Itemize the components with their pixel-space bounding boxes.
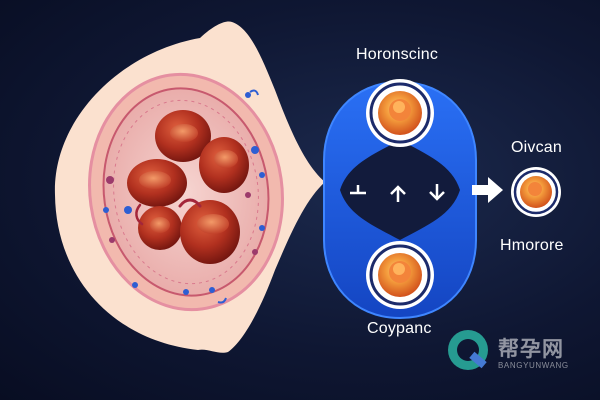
- particles: [103, 89, 265, 304]
- blood-cell: [180, 200, 240, 264]
- label-right-top: Oivcan: [511, 139, 562, 156]
- label-top: Horonscinc: [356, 46, 439, 63]
- label-right-bottom: Hmorore: [500, 237, 564, 254]
- blood-cell: [138, 206, 182, 250]
- blood-cell: [199, 137, 249, 193]
- watermark-text: 帮孕网: [498, 336, 564, 361]
- follicle-right: [511, 167, 561, 217]
- watermark-logo-icon: [448, 330, 488, 370]
- tissue-blob: [54, 21, 326, 353]
- arrow-right-icon: [472, 177, 503, 203]
- blood-cell: [155, 110, 211, 162]
- follicle-top: [366, 79, 434, 147]
- blood-cell: [127, 159, 187, 207]
- arrow-up-icon: [390, 185, 406, 202]
- follicle-bottom: [366, 241, 434, 309]
- watermark-subtext: BANGYUNWANG: [498, 361, 569, 370]
- arrow-down-bar-icon: [350, 185, 366, 195]
- label-bottom: Coypanc: [367, 320, 432, 337]
- blood-cell-cluster: [127, 110, 249, 264]
- arrow-down-icon: [429, 184, 445, 201]
